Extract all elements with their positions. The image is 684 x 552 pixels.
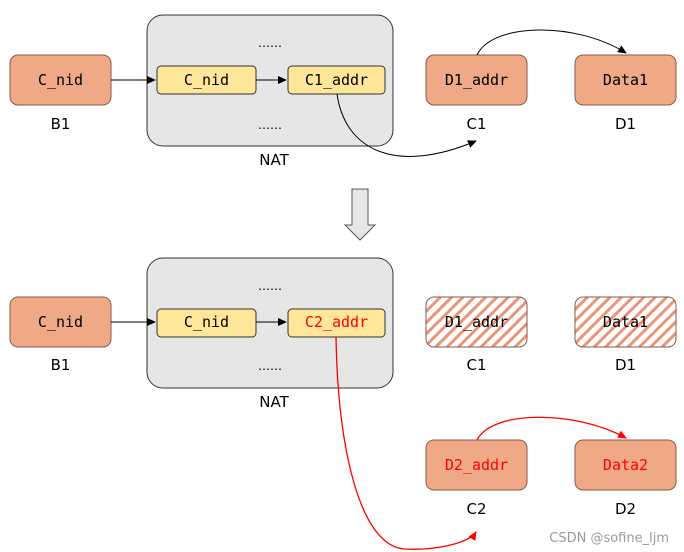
d1-node-top-label: Data1 (603, 71, 648, 89)
b1-caption-top: B1 (51, 115, 71, 133)
c1-node-top-label: D1_addr (445, 71, 508, 89)
transition-down-arrow (343, 188, 377, 241)
c1-caption-top: C1 (466, 115, 486, 133)
d2-node (574, 439, 677, 491)
c2-node (425, 439, 528, 491)
nat-dots-top-upper: …… (258, 36, 282, 50)
c1-node-top (425, 54, 528, 106)
nat-entry-addr-bottom-label: C2_addr (305, 313, 368, 331)
d2-node-label: Data2 (603, 456, 648, 474)
nat-caption-top: NAT (259, 151, 289, 169)
nat-caption-bottom: NAT (259, 393, 289, 411)
bottom-scenario: …… …… NAT C_nid B1 C_nid C2_addr D1_addr… (9, 257, 677, 550)
d1-node-bottom-obsolete (574, 296, 677, 348)
arrow-addr-to-c2 (335, 336, 477, 550)
nat-entry-addr-top-label: C1_addr (305, 71, 368, 89)
d1-caption-top: D1 (615, 115, 636, 133)
d1-node-bottom-label: Data1 (603, 313, 648, 331)
d2-caption: D2 (615, 500, 636, 518)
c1-caption-bottom: C1 (466, 356, 486, 374)
d1-node-top (574, 54, 677, 106)
c2-node-label: D2_addr (445, 456, 508, 474)
c2-caption: C2 (466, 500, 486, 518)
top-scenario: …… …… NAT C_nid B1 C_nid C1_addr D1_addr… (9, 14, 677, 169)
b1-caption-bottom: B1 (51, 356, 71, 374)
nat-dots-bottom-upper: …… (258, 279, 282, 293)
nat-entry-nid-bottom (156, 308, 257, 338)
nat-entry-addr-top (287, 65, 386, 95)
arrow-addr-to-c1-top (336, 93, 477, 157)
nat-entry-nid-top-label: C_nid (184, 71, 229, 89)
b1-node-top-label: C_nid (38, 71, 83, 89)
c1-node-bottom-label: D1_addr (445, 313, 508, 331)
b1-node-bottom-label: C_nid (38, 313, 83, 331)
c1-node-bottom-obsolete (425, 296, 528, 348)
nat-dots-top-lower: …… (258, 118, 282, 132)
watermark: CSDN @sofine_ljm (549, 531, 669, 546)
d1-caption-bottom: D1 (615, 356, 636, 374)
nat-entry-nid-bottom-label: C_nid (184, 313, 229, 331)
nat-dots-bottom-lower: …… (258, 359, 282, 373)
arrow-c1-to-d1-top (476, 29, 627, 56)
arrow-c2-to-d2 (476, 416, 627, 441)
